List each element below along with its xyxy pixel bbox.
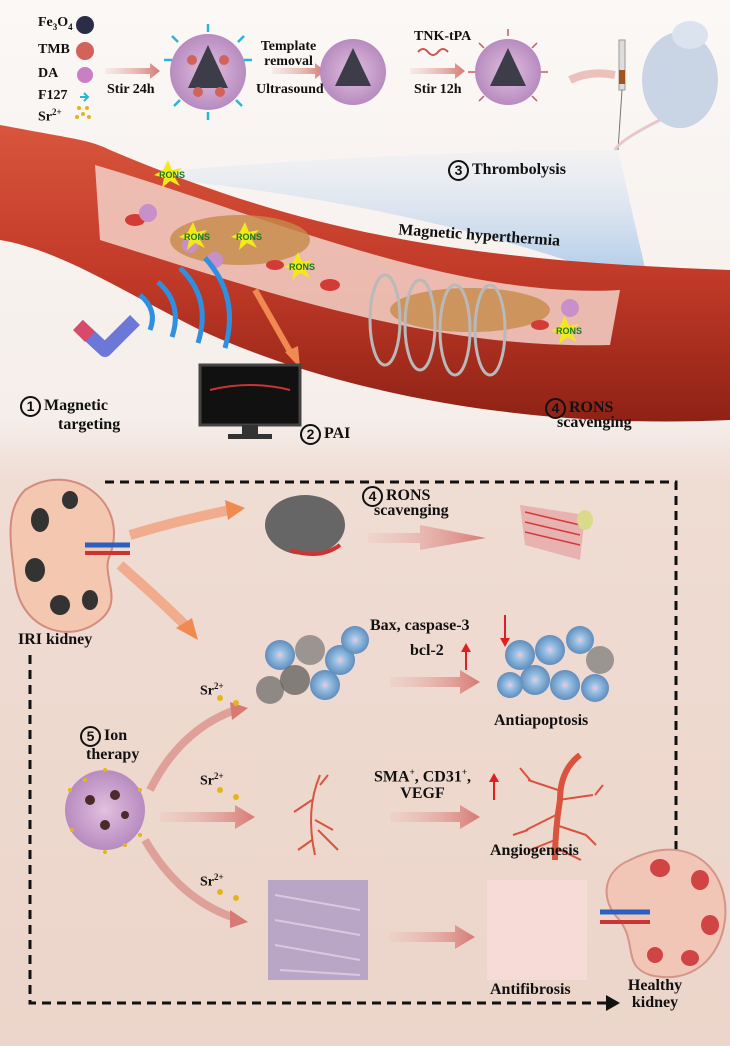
tnk-tpa-wave-icon — [417, 48, 449, 56]
bax-caspase-label: Bax, caspase-3 — [370, 617, 470, 634]
arrow-fibrosis — [390, 925, 475, 949]
apoptotic-cells-illustration — [256, 626, 369, 704]
angiogenesis-vessel-illustration — [512, 752, 604, 861]
fibrotic-tissue-image — [268, 880, 368, 980]
arrow-angio — [390, 805, 480, 829]
antiapoptosis-label: Antiapoptosis — [494, 712, 589, 729]
legend-sr: Sr2+ — [38, 107, 62, 125]
iri-kidney-illustration — [9, 478, 130, 633]
legend-f127: F127 — [38, 88, 68, 103]
rons-badge: RONS — [184, 232, 211, 242]
sr-ion-dots — [217, 695, 239, 901]
step1-label: Stir 24h — [107, 82, 155, 97]
step3-label-top: TNK-tPA — [414, 29, 472, 44]
legend-tmb: TMB — [38, 42, 70, 57]
pai-arrow — [252, 288, 295, 357]
dashed-path-bottom — [28, 655, 608, 1005]
step3-label-bottom: Stir 12h — [414, 82, 462, 97]
syringe-icon — [617, 39, 626, 151]
synthesis-arrow-2 — [272, 63, 325, 79]
iri-kidney-label: IRI kidney — [18, 631, 93, 648]
synthesis-arrow-3 — [410, 63, 465, 79]
healthy-tubule-illustration — [520, 505, 593, 560]
healthy-cells-illustration — [497, 626, 614, 702]
mouse-illustration — [613, 21, 718, 151]
nanoparticle-hollow — [320, 39, 386, 105]
pai-monitor-icon — [198, 363, 302, 439]
sparse-vessel-illustration — [293, 774, 339, 856]
nanoparticle-f127 — [164, 24, 252, 120]
tmb-sphere-icon — [76, 42, 94, 60]
antifibrosis-label: Antifibrosis — [490, 981, 571, 998]
da-sphere-icon — [77, 67, 93, 83]
ion-arrow-bottom — [141, 837, 237, 922]
arrow-rons — [368, 525, 486, 550]
sr-label-mid: Sr2+ — [200, 771, 224, 789]
magnetic-wave-icon — [138, 256, 232, 349]
f127-chain-icon — [80, 92, 90, 102]
ion-arrow-top — [146, 706, 237, 792]
synthesis-arrow-1 — [105, 63, 160, 79]
healthy-kidney-illustration — [600, 848, 727, 979]
nanoparticle-tnk-tpa — [468, 29, 548, 105]
sr-ion-dots-icon — [75, 106, 91, 119]
branch-arrow-bottom — [116, 561, 189, 629]
healthy-tissue-image — [487, 880, 587, 980]
damaged-tubule-illustration — [265, 495, 345, 556]
angio-markers-label: SMA+, CD31+,VEGF — [374, 767, 471, 803]
sr-label-bottom: Sr2+ — [200, 872, 224, 890]
bcl2-label: bcl-2 — [410, 642, 444, 659]
sr-nanoparticle-illustration — [65, 768, 145, 854]
arrow-apoptosis — [390, 670, 480, 694]
sr-label-top: Sr2+ — [200, 681, 224, 699]
rons-badge: RONS — [236, 232, 263, 242]
step2-label-bottom: Ultrasound — [256, 82, 324, 97]
rons-star-icons — [154, 160, 579, 344]
rons-badge: RONS — [556, 326, 583, 336]
injection-arrow — [568, 69, 616, 84]
fe3o4-sphere-icon — [76, 16, 94, 34]
ion-arrow-mid — [160, 805, 255, 829]
thrombolysis-beam — [120, 150, 650, 290]
legend-fe3o4: Fe3O4 — [38, 15, 73, 32]
red-blood-cells — [125, 214, 549, 330]
rons-badge: RONS — [159, 170, 186, 180]
magnetic-coil-icon — [368, 273, 507, 377]
branch-arrow-top — [128, 505, 231, 540]
angiogenesis-label: Angiogenesis — [490, 842, 579, 859]
rons-badge: RONS — [289, 262, 316, 272]
dashed-path-top — [105, 480, 678, 858]
legend-da: DA — [38, 66, 59, 81]
